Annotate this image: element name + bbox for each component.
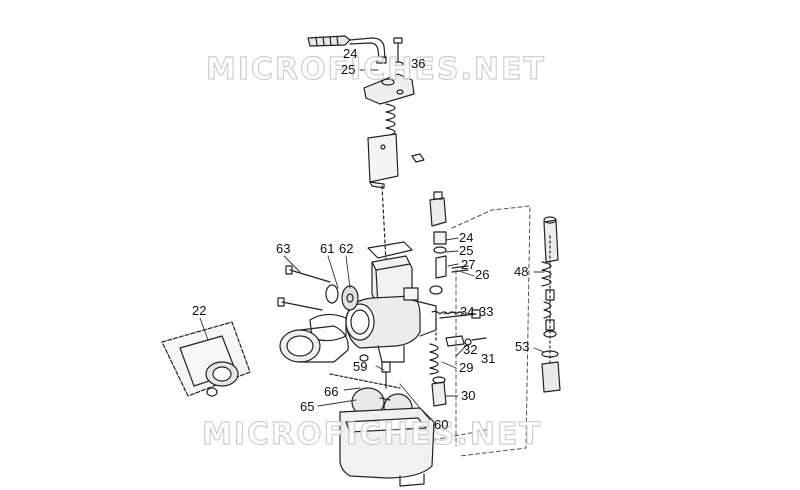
callout-66: 66 <box>324 384 339 399</box>
callout-62: 62 <box>339 241 354 256</box>
callout-36: 36 <box>411 56 426 71</box>
callout-29: 29 <box>459 360 474 375</box>
callout-26: 26 <box>475 267 490 282</box>
intake-manifold-part <box>279 325 349 363</box>
carburetor-body-part <box>345 241 437 363</box>
idle-screw-part <box>445 335 487 347</box>
hose-clamp-part <box>277 297 347 342</box>
callout-53: 53 <box>515 339 530 354</box>
throttle-slide-part <box>367 133 399 189</box>
clip-part <box>411 153 425 163</box>
callout-32: 32 <box>463 342 478 357</box>
callout-59: 59 <box>353 359 368 374</box>
callout-65: 65 <box>300 399 315 414</box>
jet-spring-part <box>429 317 439 375</box>
callout-31: 31 <box>481 351 496 366</box>
watermark-bottom: MICROFICHES.NET <box>201 416 542 452</box>
mixture-screw-part <box>431 309 481 319</box>
callout-24-right: 24 <box>459 230 474 245</box>
callout-30: 30 <box>461 388 476 403</box>
callout-27: 27 <box>461 257 476 272</box>
top-bolt-part <box>392 37 404 67</box>
main-jet-part <box>431 376 447 407</box>
callout-24-top: 24 <box>343 46 358 61</box>
callout-63: 63 <box>276 241 291 256</box>
cable-adjuster-part <box>307 35 387 64</box>
callout-60: 60 <box>434 417 449 432</box>
float-bowl-part <box>339 407 435 487</box>
callout-61: 61 <box>320 241 335 256</box>
watermark-top: MICROFICHES.NET <box>205 51 546 87</box>
callout-48: 48 <box>514 264 529 279</box>
intake-screw-part <box>285 265 331 283</box>
callout-25-top: 25 <box>341 62 356 77</box>
gasket-plate-part <box>161 321 251 397</box>
callout-25-right: 25 <box>459 243 474 258</box>
callout-33: 33 <box>479 304 494 319</box>
pilot-jet-assembly-part <box>541 216 561 393</box>
choke-washer-part <box>325 284 359 311</box>
callout-34: 34 <box>460 304 475 319</box>
callout-22: 22 <box>192 303 207 318</box>
carburetor-cap-part <box>363 73 415 105</box>
float-chamber-cap-part <box>429 191 469 295</box>
